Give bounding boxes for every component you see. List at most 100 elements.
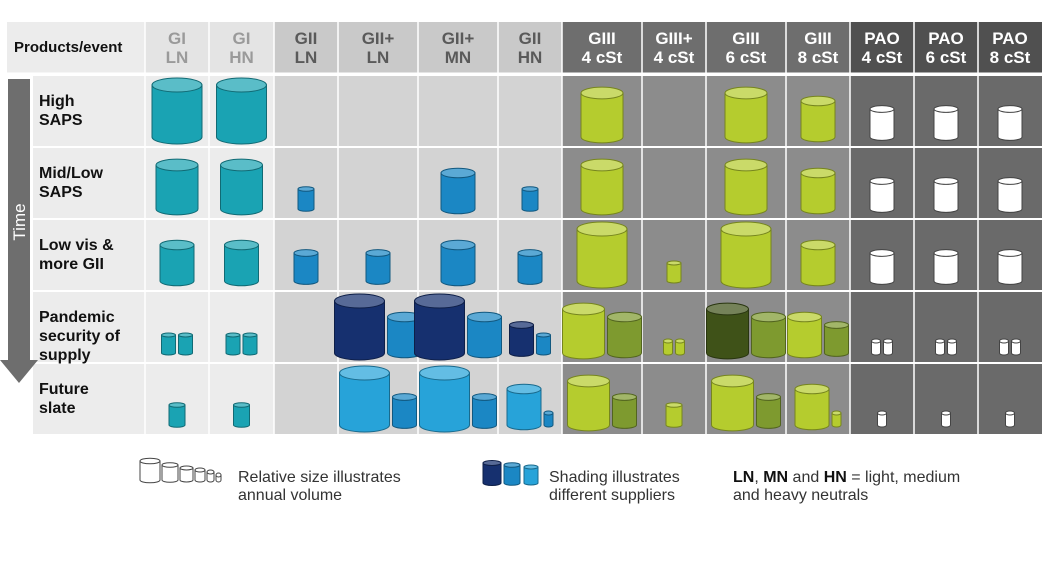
cylinder-icon — [720, 221, 772, 289]
cylinder-icon — [1011, 338, 1021, 356]
cylinder-icon — [523, 464, 539, 486]
cylinder-icon — [869, 105, 895, 141]
cylinder-icon — [724, 86, 768, 144]
cylinder-icon — [179, 465, 194, 483]
row-label-line: Low vis & — [39, 237, 114, 254]
column-header-line1: GIII — [732, 29, 759, 48]
row-label-line: supply — [39, 347, 91, 364]
cylinder-icon — [869, 249, 895, 285]
column-header-line1: PAO — [864, 29, 900, 48]
column-header-bg — [338, 22, 418, 73]
column-header-line2: LN — [166, 48, 189, 67]
column-header-line1: GII+ — [442, 29, 475, 48]
legend-size-text: Relative size illustrates annual volume — [238, 469, 401, 505]
row-label-line: SAPS — [39, 112, 83, 129]
cylinder-icon — [440, 239, 476, 287]
cylinder-icon — [706, 302, 749, 360]
cylinder-icon — [580, 86, 624, 144]
cylinder-icon — [675, 338, 685, 356]
column-header-line2: 8 cSt — [990, 48, 1031, 67]
column-header-line1: GI — [168, 29, 186, 48]
column-header-line2: 6 cSt — [726, 48, 767, 67]
cylinder-icon — [997, 177, 1023, 213]
cylinder-icon — [871, 338, 881, 356]
cylinder-icon — [536, 332, 551, 356]
column-header-line2: MN — [445, 48, 471, 67]
cylinder-icon — [877, 410, 887, 428]
row-label-line: more GII — [39, 256, 104, 273]
column-header-bg — [145, 22, 209, 73]
cylinder-icon — [293, 249, 319, 285]
cylinder-icon — [567, 374, 610, 432]
cylinder-icon — [159, 239, 195, 287]
column-header-7: GIII+4 cSt — [654, 29, 695, 67]
cylinder-icon — [800, 95, 836, 143]
cylinder-icon — [392, 393, 417, 429]
cylinder-icon — [419, 365, 470, 433]
column-header-bg — [786, 22, 850, 73]
cylinder-icon — [666, 260, 682, 284]
cylinder-icon — [472, 393, 497, 429]
cylinder-icon — [665, 402, 683, 428]
cylinder-icon — [509, 321, 534, 357]
cylinder-icon — [756, 393, 781, 429]
cylinder-icon — [933, 105, 959, 141]
time-label: Time — [10, 203, 29, 240]
cylinder-icon — [941, 410, 951, 428]
column-header-bg — [850, 22, 914, 73]
cylinder-icon — [612, 393, 637, 429]
legend-shading-text: Shading illustrates different suppliers — [549, 469, 680, 505]
column-header-line1: GII — [295, 29, 318, 48]
column-header-bg — [978, 22, 1042, 73]
row-label-line: SAPS — [39, 184, 83, 201]
column-header-bg — [562, 22, 642, 73]
row-label-line: High — [39, 93, 75, 110]
cylinder-icon — [794, 383, 830, 431]
column-header-line2: HN — [229, 48, 254, 67]
column-header-line1: GIII — [588, 29, 615, 48]
cylinder-icon — [935, 338, 945, 356]
cylinder-icon — [800, 167, 836, 215]
legend-size-line2: annual volume — [238, 487, 343, 504]
cylinder-icon — [482, 459, 502, 487]
legend-ln: LN — [733, 469, 755, 486]
cylinder-icon — [787, 311, 822, 359]
legend-neutrals-line1: LN, MN and HN = light, medium — [733, 469, 960, 487]
cylinder-icon — [334, 293, 385, 361]
column-header-line2: 4 cSt — [582, 48, 623, 67]
row-label-column-bg — [33, 75, 145, 435]
cylinder-icon — [997, 105, 1023, 141]
legend-and: and — [788, 469, 824, 486]
legend-shading-line2: different suppliers — [549, 487, 675, 504]
row-label-line: Mid/Low — [39, 165, 104, 182]
column-header-line2: LN — [295, 48, 318, 67]
cylinder-icon — [576, 221, 628, 289]
cylinder-icon — [947, 338, 957, 356]
legend-neutrals-line2: and heavy neutrals — [733, 487, 869, 504]
cylinder-icon — [297, 186, 315, 212]
column-header-bg — [274, 22, 338, 73]
cylinder-icon — [997, 249, 1023, 285]
corner-header-bg — [7, 22, 145, 73]
legend-size-icons — [139, 457, 222, 484]
time-arrow: Time — [0, 79, 38, 383]
cylinder-icon — [414, 293, 465, 361]
cylinder-icon — [178, 332, 193, 356]
column-header-bg — [706, 22, 786, 73]
column-header-line1: GII+ — [362, 29, 395, 48]
cylinder-icon — [883, 338, 893, 356]
column-header-line2: 4 cSt — [862, 48, 903, 67]
cylinder-icon — [339, 365, 390, 433]
row-label-line: Future — [39, 381, 89, 398]
column-header-line2: 4 cSt — [654, 48, 695, 67]
